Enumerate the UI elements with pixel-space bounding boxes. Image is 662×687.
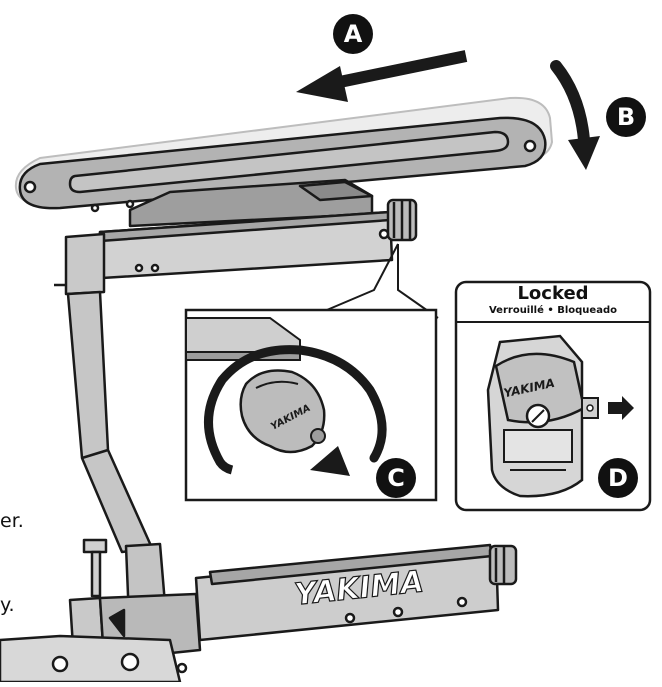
inset-c [184, 308, 438, 502]
arm-cradle [128, 178, 374, 228]
edge-text-line1: er. [0, 510, 24, 532]
locked-title: Locked [517, 283, 589, 304]
locked-subtitle: Verrouillé • Bloqueado [488, 305, 617, 316]
callout-b-badge: B [606, 97, 646, 137]
upper-tube [98, 198, 418, 280]
callout-c-badge: C [376, 458, 416, 498]
arrow-a [296, 50, 468, 102]
mast [54, 232, 154, 554]
lower-assembly [0, 538, 518, 684]
inset-leader [307, 243, 439, 319]
callout-d-badge: D [598, 458, 638, 498]
inset-d [454, 280, 652, 512]
edge-text-line2: y. [0, 594, 15, 616]
top-arm [18, 116, 547, 213]
callout-a-badge: A [333, 14, 373, 54]
arrow-b [550, 60, 600, 170]
